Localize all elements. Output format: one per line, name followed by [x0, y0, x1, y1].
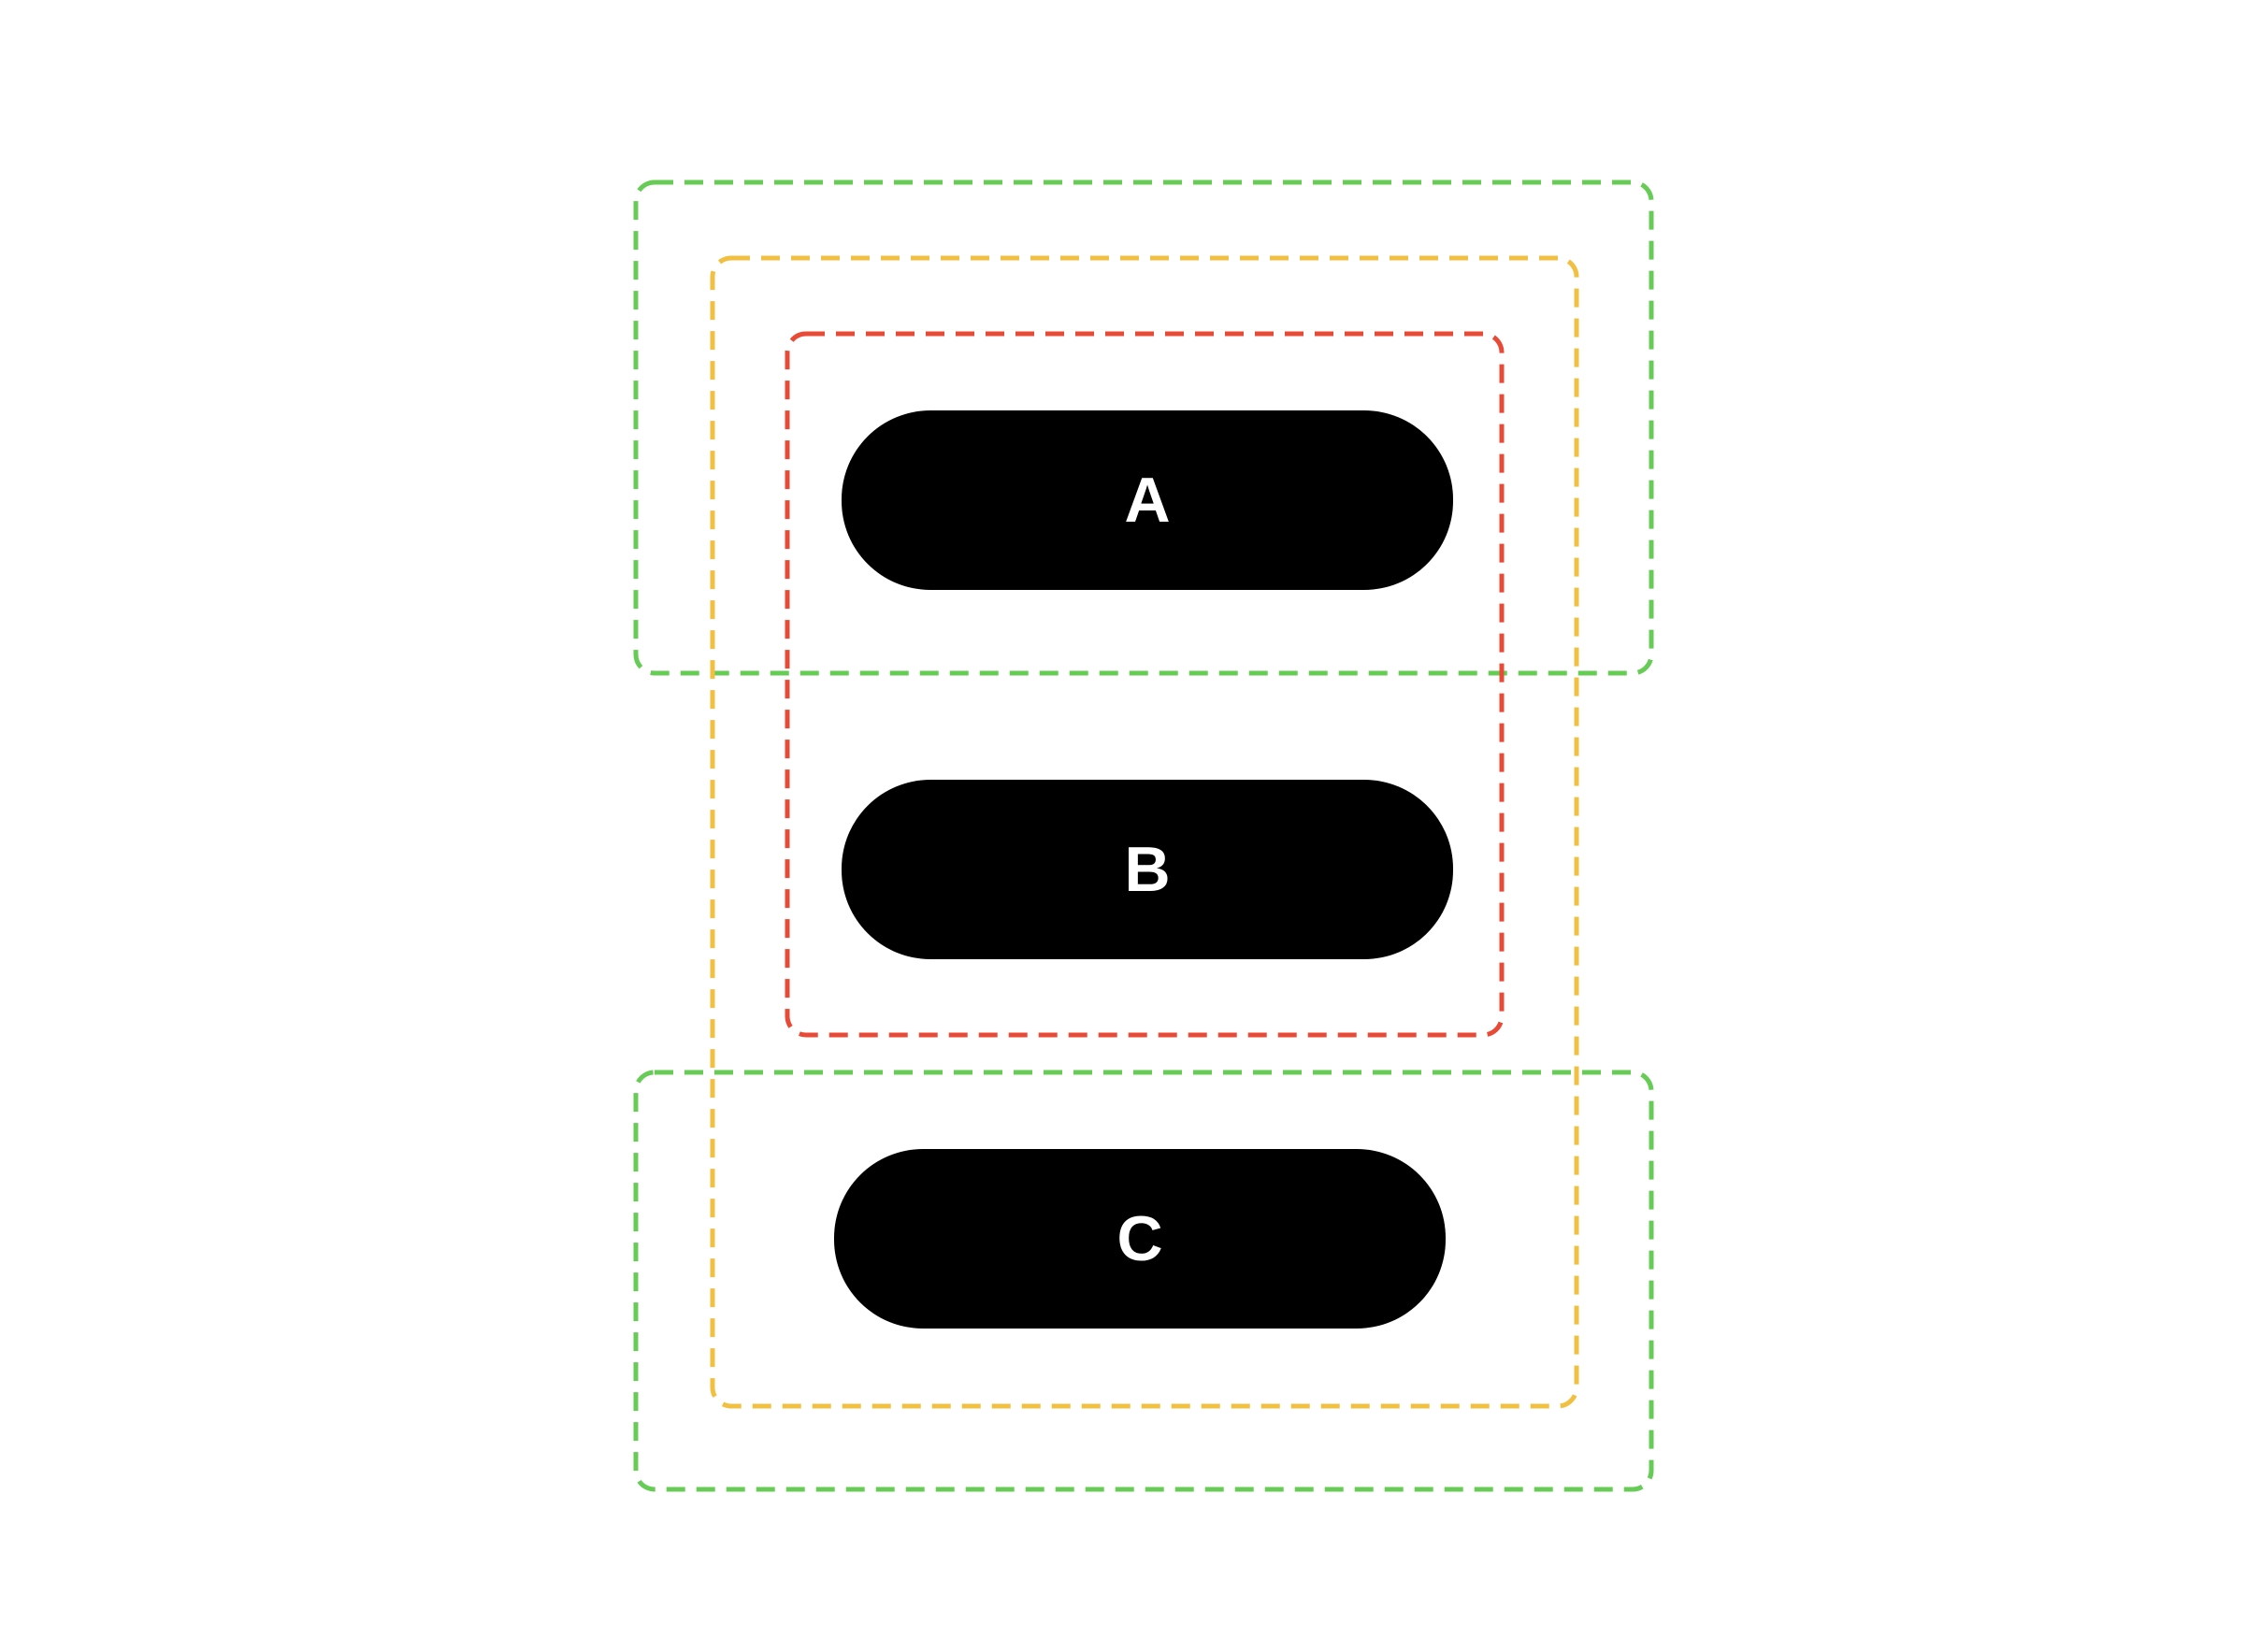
node-a[interactable]: A: [842, 410, 1453, 590]
node-b[interactable]: B: [842, 780, 1453, 959]
node-c[interactable]: C: [834, 1149, 1446, 1329]
node-c-label: C: [1116, 1203, 1163, 1274]
node-a-label: A: [1124, 465, 1171, 536]
node-b-label: B: [1124, 834, 1171, 905]
